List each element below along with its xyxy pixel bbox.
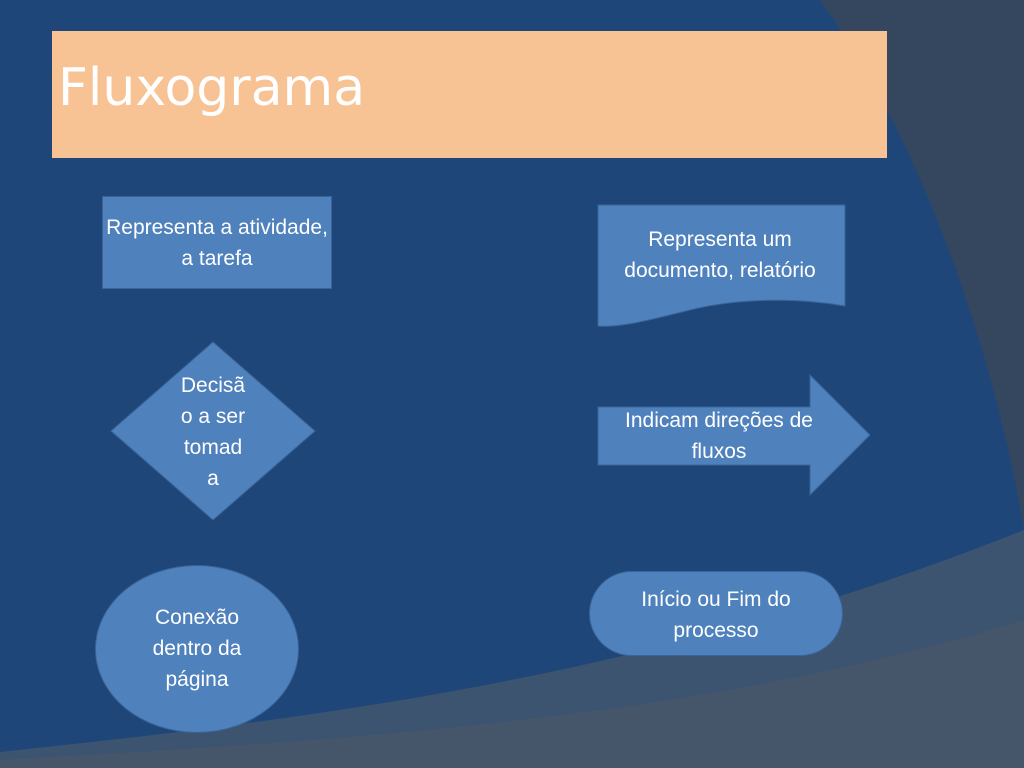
title-banner [52, 31, 887, 158]
process-label: Representa a atividade, a tarefa [106, 216, 328, 270]
terminator-label: Início ou Fim do processo [641, 588, 791, 642]
slide-title: Fluxograma [58, 58, 366, 118]
decision-label-line: tomad [183, 436, 243, 459]
decision-label: Decisã o a ser tomad a [163, 370, 263, 494]
decision-label-line: Decisã [180, 374, 246, 397]
connector-shape [95, 565, 299, 733]
process-shape [102, 196, 332, 289]
connector-label: Conexão dentro da página [152, 605, 242, 691]
terminator-shape [589, 571, 843, 656]
arrow-label: Indicam direções de fluxos [625, 409, 813, 463]
document-label: Representa um documento, relatório [624, 228, 816, 282]
decision-label-line: o a ser [180, 405, 246, 428]
decision-label-line: a [207, 467, 219, 490]
